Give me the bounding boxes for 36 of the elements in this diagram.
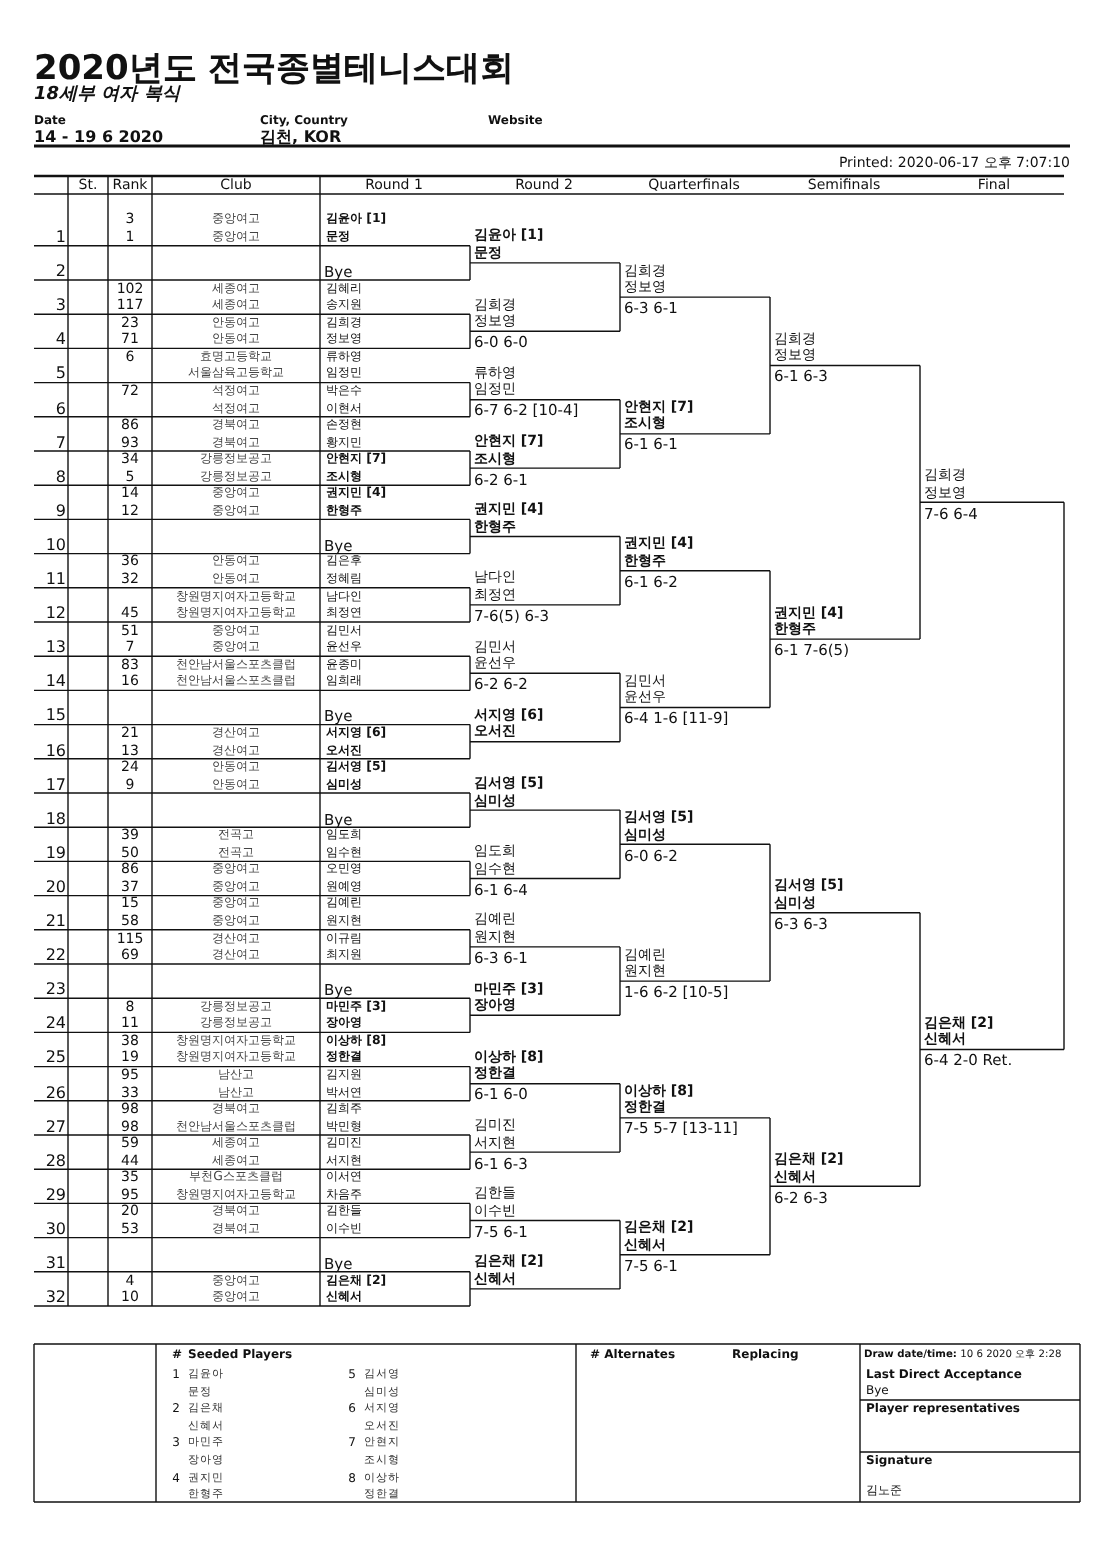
page-title: 2020년도 전국종별테니스대회 [34, 53, 515, 87]
draw-position: 18 [45, 811, 66, 828]
draw-position: 3 [55, 298, 66, 315]
draw-position: 10 [45, 537, 66, 554]
draw-position: 16 [45, 743, 66, 759]
draw-position: 26 [45, 1085, 66, 1101]
draw-position: 23 [45, 982, 66, 999]
draw-position: 25 [45, 1050, 66, 1067]
draw-position: 13 [45, 640, 66, 657]
draw-position: 27 [45, 1119, 66, 1136]
draw-position: 22 [45, 948, 66, 965]
draw-position: 30 [45, 1221, 66, 1238]
date-value: 14 - 19 6 2020 [34, 129, 164, 145]
draw-position: 20 [45, 879, 66, 896]
draw-position: 7 [55, 435, 66, 452]
draw-position: 1 [55, 230, 66, 246]
draw-position: 28 [45, 1153, 66, 1170]
draw-position: 31 [45, 1256, 66, 1272]
draw-position: 24 [45, 1016, 66, 1033]
draw-position: 2 [55, 264, 66, 281]
event-subtitle: 18세부 여자 복식 [34, 87, 180, 105]
draw-position: 32 [45, 1290, 66, 1307]
draw-position: 5 [55, 366, 66, 383]
draw-position: 17 [45, 777, 66, 794]
draw-position: 6 [55, 401, 66, 417]
draw-position: 4 [55, 332, 66, 349]
draw-position: 14 [45, 674, 66, 691]
draw-position: 19 [45, 845, 66, 862]
location-value: 김천, KOR [260, 129, 342, 145]
draw-position: 21 [45, 914, 66, 930]
draw-position: 11 [45, 572, 66, 588]
draw-position: 29 [45, 1187, 66, 1204]
draw-position: 9 [55, 503, 66, 520]
draw-position: 8 [55, 469, 66, 486]
draw-position: 12 [45, 606, 66, 623]
draw-position: 15 [45, 708, 66, 725]
